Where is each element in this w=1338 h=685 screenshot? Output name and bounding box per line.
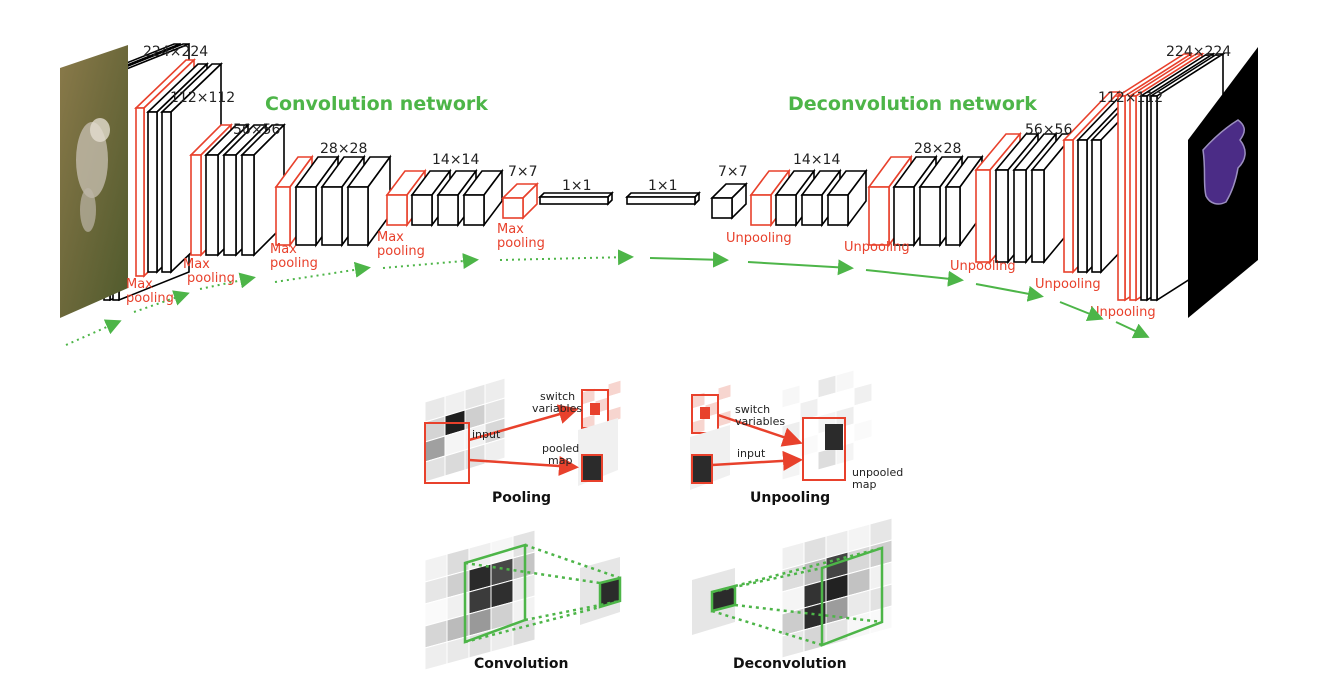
flow-arrow-1 — [65, 319, 122, 346]
dec-deconv-fc — [710, 182, 748, 220]
encoder-dims: 224×224 112×112 56×56 28×28 14×14 7×7 — [143, 44, 538, 180]
deconvolution-output-grid — [781, 517, 893, 659]
unpooling-labels: Unpooling Unpooling Unpooling Unpooling … — [726, 231, 1156, 320]
grid-cell — [853, 436, 873, 461]
pool-label-4-line1: Max — [377, 230, 404, 245]
dim-1-a: 1×1 — [562, 178, 592, 194]
pool-switch-line1: switch — [540, 390, 575, 403]
unpool-switch-line1: switch — [735, 403, 770, 416]
flow-arrow-12 — [1115, 321, 1150, 339]
unpool-input-label: input — [737, 447, 766, 460]
convolution-caption: Convolution — [474, 656, 568, 672]
deconv-network-title: Deconvolution network — [788, 93, 1037, 115]
dim-112-dec: 112×112 — [1098, 90, 1163, 106]
convolution-inset: Convolution — [424, 529, 622, 672]
pooling-caption: Pooling — [492, 490, 551, 506]
pool-label-1-line2: pooling — [126, 291, 174, 306]
fc7 — [625, 191, 701, 206]
flow-arrow-7 — [649, 251, 729, 268]
pool-label-5-line1: Max — [497, 222, 524, 237]
pool-label-5-line2: pooling — [497, 236, 545, 251]
decoder-dims: 7×7 14×14 28×28 56×56 112×112 224×224 — [718, 44, 1231, 180]
pool-label-3-line1: Max — [270, 242, 297, 257]
dim-1-b: 1×1 — [648, 178, 678, 194]
dec-deconv5-3 — [826, 168, 868, 228]
grid-cell — [484, 437, 506, 465]
input-image — [60, 45, 128, 318]
dim-14-enc: 14×14 — [432, 152, 479, 168]
flow-arrow-11 — [1059, 301, 1104, 321]
dim-56-dec: 56×56 — [1025, 122, 1072, 138]
pool-switch-line2: variables — [532, 402, 582, 415]
conv-network-title: Convolution network — [265, 93, 488, 115]
unpool-switch-line2: variables — [735, 415, 785, 428]
convolution-input-grid — [424, 529, 536, 671]
flow-arrow-8 — [747, 259, 854, 276]
dim-7-enc: 7×7 — [508, 164, 538, 180]
dim-28-enc: 28×28 — [320, 141, 367, 157]
bottleneck-dims: 1×1 1×1 — [562, 178, 678, 194]
pooled-map — [578, 418, 618, 486]
pool-label-1-line1: Max — [126, 277, 153, 292]
unpool-label-2: Unpooling — [844, 240, 910, 255]
deconvolution-inset: Deconvolution — [692, 517, 893, 672]
pooling-input-window — [424, 422, 470, 484]
pool-input-label: input — [472, 428, 501, 441]
flow-arrow-5 — [382, 253, 479, 270]
pool-label-2-line2: pooling — [187, 271, 235, 286]
unpool-label-1: Unpooling — [726, 231, 792, 246]
output-segmentation — [1188, 47, 1258, 318]
pool-label-3-line2: pooling — [270, 256, 318, 271]
dim-56-enc: 56×56 — [233, 122, 280, 138]
pool-label-4-line2: pooling — [377, 244, 425, 259]
pooled-line2: map — [548, 454, 572, 467]
enc-pool5 — [501, 182, 539, 220]
dim-224-enc: 224×224 — [143, 44, 208, 60]
fc6 — [538, 191, 614, 206]
flow-arrows — [65, 249, 1150, 346]
dim-7-dec: 7×7 — [718, 164, 748, 180]
enc-conv4-3 — [346, 154, 392, 248]
deconvolution-caption: Deconvolution — [733, 656, 847, 672]
enc-conv5-2 — [436, 168, 478, 228]
pooling-input-grid — [424, 377, 506, 483]
flow-arrow-10 — [975, 283, 1044, 302]
unpooling-input — [690, 425, 730, 490]
unpooled-window — [802, 417, 846, 481]
dim-14-dec: 14×14 — [793, 152, 840, 168]
unpooled-line1: unpooled — [852, 466, 903, 479]
unpool-label-3: Unpooling — [950, 259, 1016, 274]
dim-28-dec: 28×28 — [914, 141, 961, 157]
pool-label-2-line1: Max — [183, 257, 210, 272]
unpool-label-5: Unpooling — [1090, 305, 1156, 320]
flow-arrow-9 — [865, 269, 964, 287]
pooled-line1: pooled — [542, 442, 579, 455]
flow-arrow-6 — [499, 249, 634, 266]
dim-224-dec: 224×224 — [1166, 44, 1231, 60]
unpooled-line2: map — [852, 478, 876, 491]
unpool-label-4: Unpooling — [1035, 277, 1101, 292]
dim-112-enc: 112×112 — [170, 90, 235, 106]
unpooling-caption: Unpooling — [750, 490, 830, 506]
unpooled-map-grid — [781, 364, 873, 481]
enc-conv5-3 — [462, 168, 504, 228]
